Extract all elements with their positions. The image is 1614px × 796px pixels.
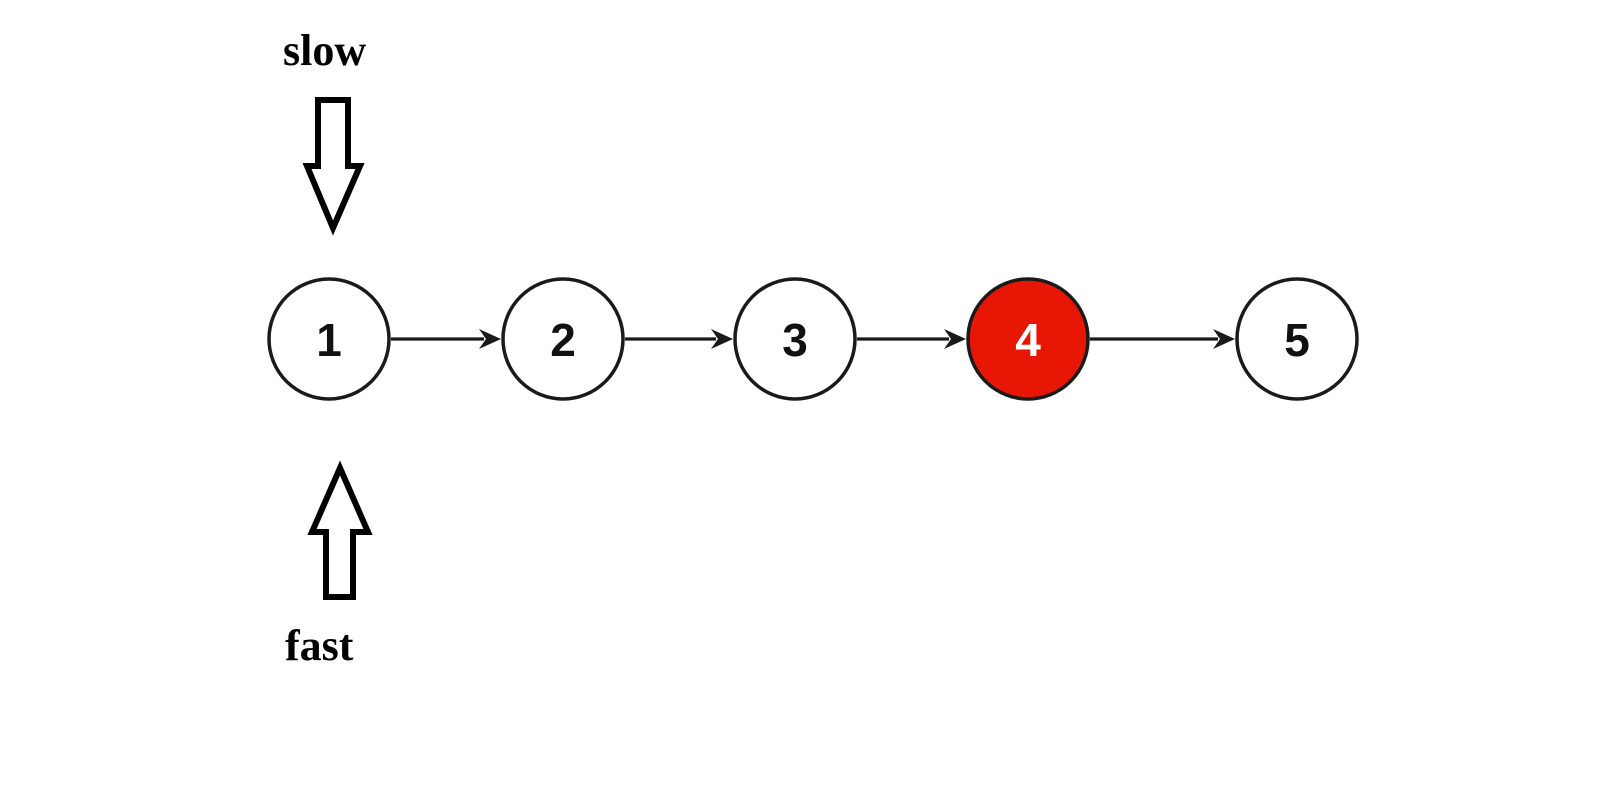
list-node-2[interactable]: 2 (501, 277, 625, 401)
up-block-arrow-icon (307, 460, 373, 600)
node-circle[interactable] (1235, 277, 1359, 401)
node-circle[interactable] (267, 277, 391, 401)
pointer-fast: fast (285, 460, 373, 670)
slow-pointer-label: slow (283, 26, 366, 75)
edges-layer (391, 329, 1235, 349)
list-node-5[interactable]: 5 (1235, 277, 1359, 401)
node-label: 2 (550, 314, 576, 366)
edge-arrowhead-icon (1213, 329, 1235, 349)
nodes-layer: 1 2 3 4 5 (267, 277, 1359, 401)
edge-arrowhead-icon (944, 329, 966, 349)
list-node-4[interactable]: 4 (966, 277, 1090, 401)
node-circle[interactable] (501, 277, 625, 401)
edge-arrow-4-to-5 (1090, 329, 1235, 349)
node-label: 3 (782, 314, 808, 366)
list-node-1[interactable]: 1 (267, 277, 391, 401)
pointer-slow: slow (283, 26, 366, 236)
node-label: 4 (1015, 314, 1041, 366)
node-label: 1 (316, 314, 342, 366)
edge-arrow-3-to-4 (857, 329, 966, 349)
node-label: 5 (1284, 314, 1310, 366)
edge-arrow-2-to-3 (625, 329, 733, 349)
node-circle[interactable] (966, 277, 1090, 401)
edge-arrow-1-to-2 (391, 329, 501, 349)
fast-pointer-label: fast (285, 621, 354, 670)
down-block-arrow-icon (302, 97, 365, 236)
edge-arrowhead-icon (711, 329, 733, 349)
edge-arrowhead-icon (479, 329, 501, 349)
list-node-3[interactable]: 3 (733, 277, 857, 401)
node-circle[interactable] (733, 277, 857, 401)
